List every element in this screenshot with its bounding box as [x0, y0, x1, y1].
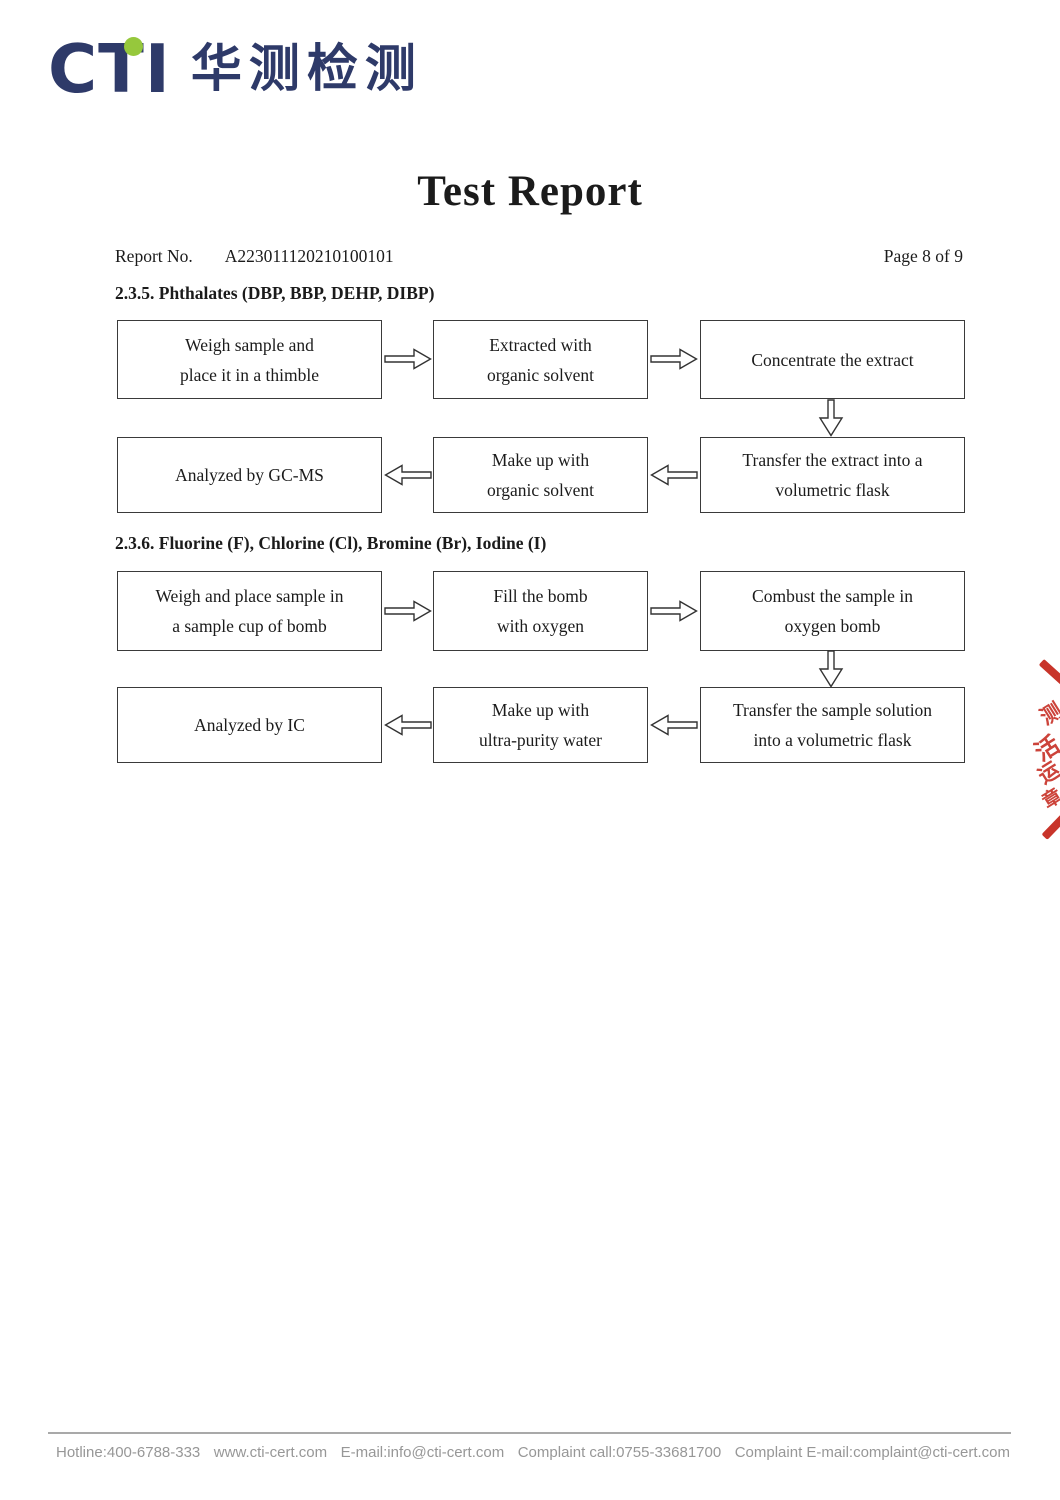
flow-box-combust-sample: Combust the sample in oxygen bomb [700, 571, 965, 651]
arrow-down-icon [818, 399, 844, 437]
report-no-value: A223011120210100101 [224, 246, 394, 266]
flow-box-transfer-solution: Transfer the sample solution into a volu… [700, 687, 965, 763]
report-no-label: Report No. [115, 246, 193, 266]
footer-website: www.cti-cert.com [213, 1444, 328, 1461]
arrow-left-icon [384, 464, 432, 486]
flow-box-line: Combust the sample in [752, 586, 913, 606]
flow-box-line: Extracted with [489, 334, 592, 355]
flow-box-line: Make up with [491, 450, 590, 470]
logo-green-dot-icon [124, 37, 143, 56]
arrow-right-icon [650, 348, 698, 370]
flow-box-line: Analyzed by IC [194, 715, 305, 735]
flow-box-fill-bomb-oxygen: Fill the bomb with oxygen [433, 571, 648, 651]
flow-box-line: Transfer the extract into a [742, 450, 923, 470]
flow-box-line: Fill the bomb [493, 586, 588, 606]
section-heading-phthalates: 2.3.5. Phthalates (DBP, BBP, DEHP, DIBP) [115, 283, 435, 303]
flow-box-extracted-solvent: Extracted with organic solvent [433, 320, 648, 399]
flow-box-line: Transfer the sample solution [732, 700, 933, 720]
flow-box-line: a sample cup of bomb [172, 616, 327, 636]
arrow-left-icon [650, 464, 698, 486]
flow-box-line: Concentrate the extract [751, 349, 914, 370]
flow-box-line: volumetric flask [775, 480, 890, 500]
flow-box-makeup-solvent: Make up with organic solvent [433, 437, 648, 513]
footer-email: E-mail:info@cti-cert.com [340, 1444, 505, 1461]
flow-box-line: Weigh sample and [185, 334, 314, 355]
section-heading-halogens: 2.3.6. Fluorine (F), Chlorine (Cl), Brom… [115, 533, 547, 553]
arrow-left-icon [650, 714, 698, 736]
flow-box-transfer-extract: Transfer the extract into a volumetric f… [700, 437, 965, 513]
cti-logo-chinese: 华测检测 [190, 40, 423, 99]
page-indicator: Page 8 of 9 [883, 246, 963, 266]
flow-box-analyzed-ic: Analyzed by IC [117, 687, 382, 763]
flow-box-line: place it in a thimble [180, 364, 319, 385]
flow-box-line: into a volumetric flask [753, 730, 912, 750]
footer-complaint-email: Complaint E-mail:complaint@cti-cert.com [734, 1444, 1010, 1461]
page-title: Test Report [417, 168, 643, 215]
flow-box-line: Analyzed by GC-MS [175, 465, 324, 485]
flow-box-concentrate-extract: Concentrate the extract [700, 320, 965, 399]
footer: Hotline:400-6788-333 www.cti-cert.com E-… [56, 1444, 1010, 1461]
report-meta: Report No. A223011120210100101 Page 8 of… [115, 246, 963, 267]
flow-box-line: Weigh and place sample in [155, 586, 344, 606]
flow-box-makeup-water: Make up with ultra-purity water [433, 687, 648, 763]
arrow-right-icon [650, 600, 698, 622]
arrow-down-icon [818, 650, 844, 688]
flow-box-line: Make up with [491, 700, 590, 720]
arrow-right-icon [384, 600, 432, 622]
flow-box-line: organic solvent [486, 364, 595, 385]
flow-box-weigh-bomb-cup: Weigh and place sample in a sample cup o… [117, 571, 382, 651]
footer-divider [48, 1432, 1011, 1434]
stamp-glyph: 章 [1038, 784, 1060, 814]
flow-box-weigh-thimble: Weigh sample and place it in a thimble [117, 320, 382, 399]
flow-box-line: with oxygen [496, 616, 584, 636]
arrow-left-icon [384, 714, 432, 736]
flow-box-line: oxygen bomb [784, 616, 881, 636]
flow-box-analyzed-gcms: Analyzed by GC-MS [117, 437, 382, 513]
flow-box-line: ultra-purity water [479, 730, 602, 750]
footer-complaint-call: Complaint call:0755-33681700 [517, 1444, 722, 1461]
stamp-arc-stroke [1038, 658, 1060, 694]
cti-logo: CTI 华测检测 [48, 22, 423, 117]
arrow-right-icon [384, 348, 432, 370]
footer-hotline: Hotline:400-6788-333 [56, 1444, 201, 1461]
flow-box-line: organic solvent [486, 480, 595, 500]
cti-logo-text: CTI [48, 30, 171, 108]
